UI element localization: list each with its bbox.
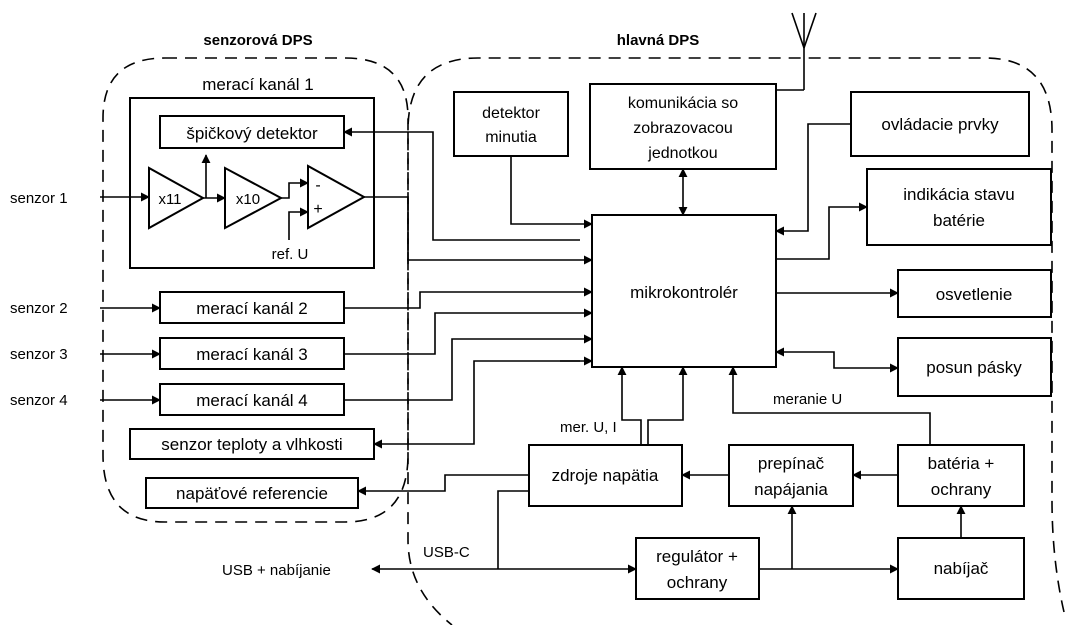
controls-label: ovládacie prvky — [881, 115, 999, 134]
antenna-icon — [760, 12, 817, 91]
power-sources-label: zdroje napätia — [552, 466, 659, 485]
usb-to-sources-line — [497, 490, 529, 569]
battery-status-label-1: indikácia stavu — [903, 185, 1015, 204]
temp-humidity-sensor-box — [129, 428, 375, 460]
comparator-plus-line — [288, 207, 309, 240]
sensor-2-label: senzor 2 — [10, 300, 68, 317]
channel3-link — [344, 308, 593, 355]
microcontroller-label: mikrokontrolér — [630, 283, 738, 302]
measuring-channel-1-title: merací kanál 1 — [202, 75, 314, 94]
measuring-channel-2-label: merací kanál 2 — [196, 299, 308, 318]
sensor-3-label: senzor 3 — [10, 346, 68, 363]
peak-detector-link — [343, 127, 580, 241]
controls-link — [775, 123, 851, 236]
measuring-channel-4-box — [159, 383, 345, 416]
channel2-link — [344, 287, 593, 309]
sensor-pcb-title: senzorová DPS — [203, 32, 312, 49]
tape-feed-label: posun pásky — [926, 358, 1022, 377]
sensor-4-label: senzor 4 — [10, 392, 68, 409]
battery-status-label-2: batérie — [933, 211, 985, 230]
comparator-plus: + — [313, 201, 322, 218]
power-switch-label-2: napájania — [754, 480, 828, 499]
power-switch-box — [728, 444, 854, 507]
controls-box — [850, 91, 1030, 157]
voltage-reference-box — [145, 477, 359, 509]
measuring-channel-3-box — [159, 337, 345, 370]
regulator-label-2: ochrany — [667, 573, 728, 592]
peak-detector-box — [159, 115, 345, 149]
display-comm-box — [589, 83, 777, 170]
measuring-channel-4-label: merací kanál 4 — [196, 391, 308, 410]
main-pcb-title: hlavná DPS — [617, 32, 700, 49]
display-comm-label-3: jednotkou — [647, 145, 717, 162]
amplifier-x11-label: x11 — [158, 191, 181, 208]
meas-ui-link-2 — [647, 366, 688, 445]
minute-detector-label-1: detektor — [482, 105, 540, 122]
usb-input-label: USB + nabíjanie — [222, 562, 331, 579]
meas-u-link — [728, 366, 931, 445]
meas-ui-label: mer. U, I — [560, 419, 617, 436]
display-comm-label-2: zobrazovacou — [633, 120, 733, 137]
minute-detector-label-2: minutia — [485, 129, 537, 146]
voltage-ref-link — [357, 474, 529, 496]
minute-detector-box — [453, 91, 569, 157]
minute-detector-link — [510, 156, 593, 229]
usb-c-label: USB-C — [423, 544, 470, 561]
power-sources-box — [528, 444, 683, 507]
comparator-minus-line — [281, 178, 309, 199]
amplifier-x10-label: x10 — [236, 191, 260, 208]
measuring-channel-2-box — [159, 291, 345, 324]
main-pcb-region — [407, 57, 1065, 625]
battery-label-1: batéria + — [928, 454, 995, 473]
comparator-output-link — [364, 196, 593, 265]
power-switch-label-1: prepínač — [758, 454, 825, 473]
regulator-box — [635, 537, 760, 600]
battery-box — [897, 444, 1025, 507]
meas-ui-link-1 — [617, 366, 642, 445]
battery-status-box — [866, 168, 1052, 246]
voltage-reference-label: napäťové referencie — [176, 484, 328, 503]
reference-voltage-label: ref. U — [272, 246, 309, 263]
display-comm-label-1: komunikácia so — [628, 95, 738, 112]
battery-status-link — [776, 202, 868, 260]
comparator-minus: - — [315, 177, 320, 194]
regulator-label-1: regulátor + — [656, 547, 738, 566]
peak-detector-label: špičkový detektor — [186, 124, 318, 143]
measuring-channel-3-label: merací kanál 3 — [196, 345, 308, 364]
meas-u-label: meranie U — [773, 391, 842, 408]
comparator — [307, 164, 367, 230]
charger-box — [897, 537, 1025, 600]
channel4-link — [344, 334, 593, 401]
sensor-1-label: senzor 1 — [10, 190, 68, 207]
charger-label: nabíjač — [934, 559, 989, 578]
tape-feed-link — [775, 347, 899, 373]
battery-label-2: ochrany — [931, 480, 992, 499]
lighting-box — [897, 269, 1052, 318]
sensor-pcb-region — [102, 57, 409, 523]
temp-humidity-link — [373, 360, 580, 449]
lighting-label: osvetlenie — [936, 285, 1013, 304]
temp-humidity-sensor-label: senzor teploty a vlhkosti — [161, 435, 342, 454]
